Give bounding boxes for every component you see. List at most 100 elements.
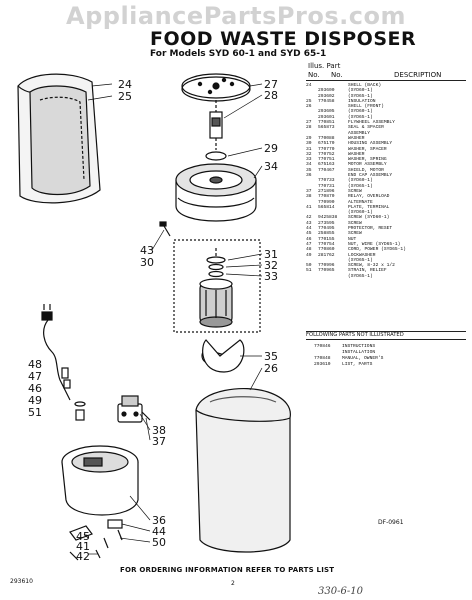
callout-24: 24 — [118, 78, 132, 91]
illus-number: 36 — [306, 173, 312, 179]
header-no2: No. — [331, 71, 343, 79]
part-number: 770990 — [318, 199, 335, 205]
illus-number: 29 — [306, 135, 312, 141]
part-description: (SYD60-1) — [348, 88, 373, 94]
illus-number: 44 — [306, 226, 312, 232]
part-number: 770996 — [318, 263, 335, 269]
washer-29 — [205, 151, 227, 161]
illus-number: 35 — [306, 167, 312, 173]
part-number: 271896 — [318, 188, 335, 194]
part-description: SCREW — [348, 220, 362, 226]
part-description: (SYD65-1) — [348, 93, 373, 99]
part-description: SEAL & SPACER — [348, 125, 384, 131]
part-number: 770731 — [318, 183, 335, 189]
callout-48: 48 — [28, 358, 42, 371]
not-illustrated-heading: FOLLOWING PARTS NOT ILLUSTRATED — [306, 332, 404, 338]
callout-44: 44 — [152, 525, 166, 538]
motor-group-box — [173, 239, 261, 333]
part-number: 565873 — [318, 125, 335, 131]
insulation-layer — [39, 96, 85, 181]
protector-reset — [107, 519, 123, 529]
illus-number: 51 — [306, 268, 312, 274]
part-description: SHELL (BACK) — [348, 83, 382, 88]
part-number: 273595 — [318, 220, 335, 226]
part-description: SHIELD, MOTOR — [348, 167, 384, 173]
table-row: (SYD60-1) — [306, 210, 466, 215]
part-description: INSTRUCTIONS — [342, 344, 376, 349]
part-number: 293602 — [318, 93, 335, 99]
part-number: 770088 — [318, 135, 335, 141]
callout-34: 34 — [264, 160, 278, 173]
part-description: END CAP ASSEMBLY — [348, 173, 393, 179]
part-number: 770751 — [318, 157, 335, 163]
callout-43: 43 — [140, 244, 154, 257]
callout-37: 37 — [152, 435, 166, 448]
part-number: 293605 — [318, 109, 335, 115]
part-description: LIST, PARTS — [342, 362, 373, 367]
part-number: 293600 — [318, 88, 335, 94]
table-row: 29 770088 WASHER — [306, 136, 466, 141]
callout-29: 29 — [264, 142, 278, 155]
part-description: FLYWHEEL ASSEMBLY — [348, 120, 395, 126]
part-description: (SYD65-1) — [348, 183, 373, 189]
callout-33: 33 — [264, 270, 278, 283]
part-description: ASSEMBLY — [348, 130, 371, 136]
part-description: STRAIN, RELIEF — [348, 268, 387, 274]
header-no: No. — [308, 71, 320, 79]
illus-number: 38 — [306, 194, 312, 200]
table-row: 293600 (SYD60-1) — [306, 88, 466, 93]
illus-number: 27 — [306, 120, 312, 126]
table-row: (SYD65-1) — [306, 274, 466, 279]
part-number: 565814 — [318, 204, 335, 210]
part-description: SHELL (FRONT) — [348, 104, 384, 110]
callout-36: 36 — [152, 514, 166, 527]
illus-number: 33 — [306, 157, 312, 163]
part-description: (SYD60-1) — [348, 210, 373, 216]
part-description: (SYD65-1) — [348, 257, 373, 263]
table-row: 770731 (SYD65-1) — [306, 184, 466, 189]
table-row: 293601(SYD65-1) — [306, 115, 466, 120]
model-subtitle: For Models SYD 60-1 and SYD 65-1 — [150, 49, 327, 59]
divider — [306, 339, 466, 340]
illus-number: 49 — [306, 252, 312, 258]
part-description: SCREW — [348, 188, 362, 194]
document-code: DF-0961 — [378, 519, 404, 526]
callout-26: 26 — [264, 362, 278, 375]
lockwasher — [74, 401, 86, 407]
part-number: 770155 — [318, 236, 335, 242]
part-number: 770752 — [318, 151, 335, 157]
part-description: INSTALLATION — [342, 350, 376, 355]
part-number: 770458 — [318, 98, 335, 104]
callout-41: 41 — [76, 540, 90, 553]
header-description: DESCRIPTION — [394, 71, 442, 79]
page-title: FOOD WASTE DISPOSER — [150, 28, 417, 50]
part-description: PLATE, TERMINAL — [348, 204, 390, 210]
callout-51: 51 — [28, 406, 42, 419]
part-description: HOUSING ASSEMBLY — [348, 141, 393, 147]
part-number: 770467 — [318, 167, 335, 173]
table-row: 36 END CAP ASSEMBLY — [306, 173, 466, 178]
part-description: NUT, WIRE (SYD65-1) — [348, 241, 401, 247]
illus-number: 25 — [306, 98, 312, 104]
part-description: WASHER — [348, 135, 365, 141]
table-row: 35 770467 SHIELD, MOTOR — [306, 168, 466, 173]
part-description: (SYD65-1) — [348, 114, 373, 120]
washer-spring — [208, 270, 224, 278]
callout-38: 38 — [152, 424, 166, 437]
